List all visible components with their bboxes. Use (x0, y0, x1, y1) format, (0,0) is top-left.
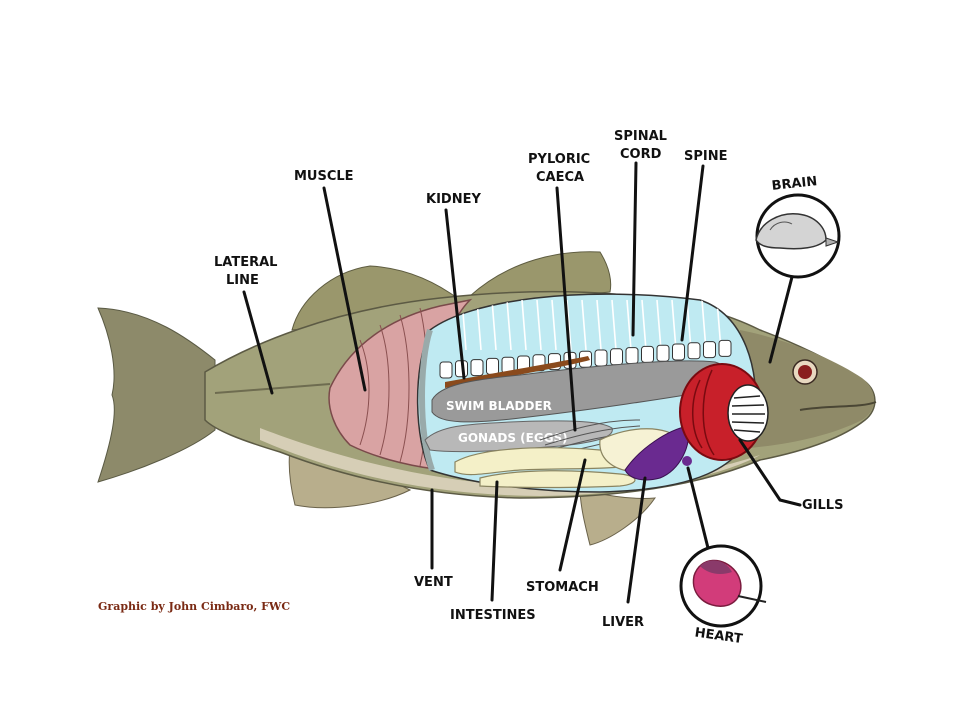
leader-lines (242, 161, 802, 604)
vertebra (718, 339, 732, 357)
rib (551, 299, 557, 351)
vertebra (486, 357, 499, 375)
label-kidney: KIDNEY (426, 192, 481, 207)
vertebra (641, 345, 654, 363)
brain-inset (755, 193, 841, 279)
label-heart: HEART (694, 625, 744, 647)
vertebra (625, 347, 639, 365)
vertebra (594, 349, 608, 367)
label-liver: LIVER (602, 615, 644, 630)
gills-organ (679, 363, 769, 461)
tail-fin (97, 307, 216, 483)
swim-bladder-label: SWIM BLADDER (446, 399, 552, 413)
rib (641, 299, 647, 351)
credit-text: Graphic by John Cimbaro, FWC (98, 600, 290, 613)
lateral-line-stripe (214, 383, 331, 394)
label-stomach: STOMACH (526, 580, 599, 595)
rib (611, 299, 617, 351)
rib (581, 299, 587, 351)
pelvic-fin (579, 487, 657, 546)
heart-organ (682, 456, 692, 466)
vertebra (439, 361, 453, 379)
label-pyloric-caeca-1: PYLORIC (528, 152, 590, 167)
label-intestines: INTESTINES (450, 608, 536, 623)
head (740, 330, 875, 448)
vertebra (470, 359, 484, 377)
label-muscle: MUSCLE (294, 169, 354, 184)
rib (686, 299, 692, 351)
rib (566, 299, 572, 351)
label-brain: BRAIN (771, 174, 818, 194)
vertebra (703, 341, 716, 359)
gonads-label: GONADS (EGGS) (458, 431, 568, 445)
rib (506, 299, 512, 351)
label-gills: GILLS (802, 498, 843, 513)
label-spine: SPINE (684, 149, 728, 164)
liver-organ (624, 425, 690, 481)
heart-inset (679, 544, 767, 628)
rib (491, 299, 497, 351)
vertebra (610, 348, 623, 366)
label-spinal-cord-1: SPINAL (614, 129, 667, 144)
pupil (798, 365, 812, 379)
label-spinal-cord-2: CORD (620, 147, 662, 162)
belly (260, 428, 760, 496)
label-vent: VENT (414, 575, 453, 590)
dorsal-fin-rear (468, 251, 612, 301)
body-cavity: SWIM BLADDER GONADS (EGGS) (416, 293, 757, 493)
label-lateral-line-1: LATERAL (214, 255, 277, 270)
rib (596, 299, 602, 351)
label-pyloric-caeca-2: CAECA (536, 170, 584, 185)
labels: MUSCLE KIDNEY PYLORIC CAECA SPINAL CORD … (214, 129, 843, 647)
rib (656, 299, 662, 351)
rib (536, 299, 542, 351)
vertebra (656, 344, 670, 362)
rib (521, 299, 527, 351)
rib (671, 299, 677, 351)
mouth (799, 401, 877, 411)
label-lateral-line-2: LINE (226, 273, 259, 288)
vertebra (687, 342, 701, 360)
vertebra (672, 343, 685, 361)
rib (626, 299, 632, 351)
